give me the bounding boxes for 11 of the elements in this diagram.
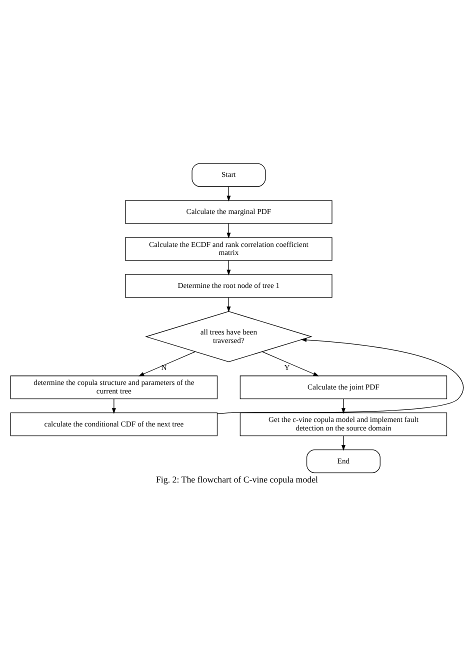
arrow bbox=[341, 436, 346, 451]
caption: Fig. 2: The flowchart of C-vine copula model bbox=[156, 474, 318, 484]
arrow bbox=[217, 338, 464, 414]
arrow bbox=[226, 186, 231, 202]
arrow bbox=[138, 351, 196, 376]
arrow bbox=[226, 297, 231, 312]
arrow bbox=[262, 351, 320, 376]
arrow bbox=[341, 398, 346, 414]
arrow bbox=[112, 398, 116, 414]
arrow bbox=[226, 223, 231, 238]
arrow bbox=[226, 260, 231, 276]
